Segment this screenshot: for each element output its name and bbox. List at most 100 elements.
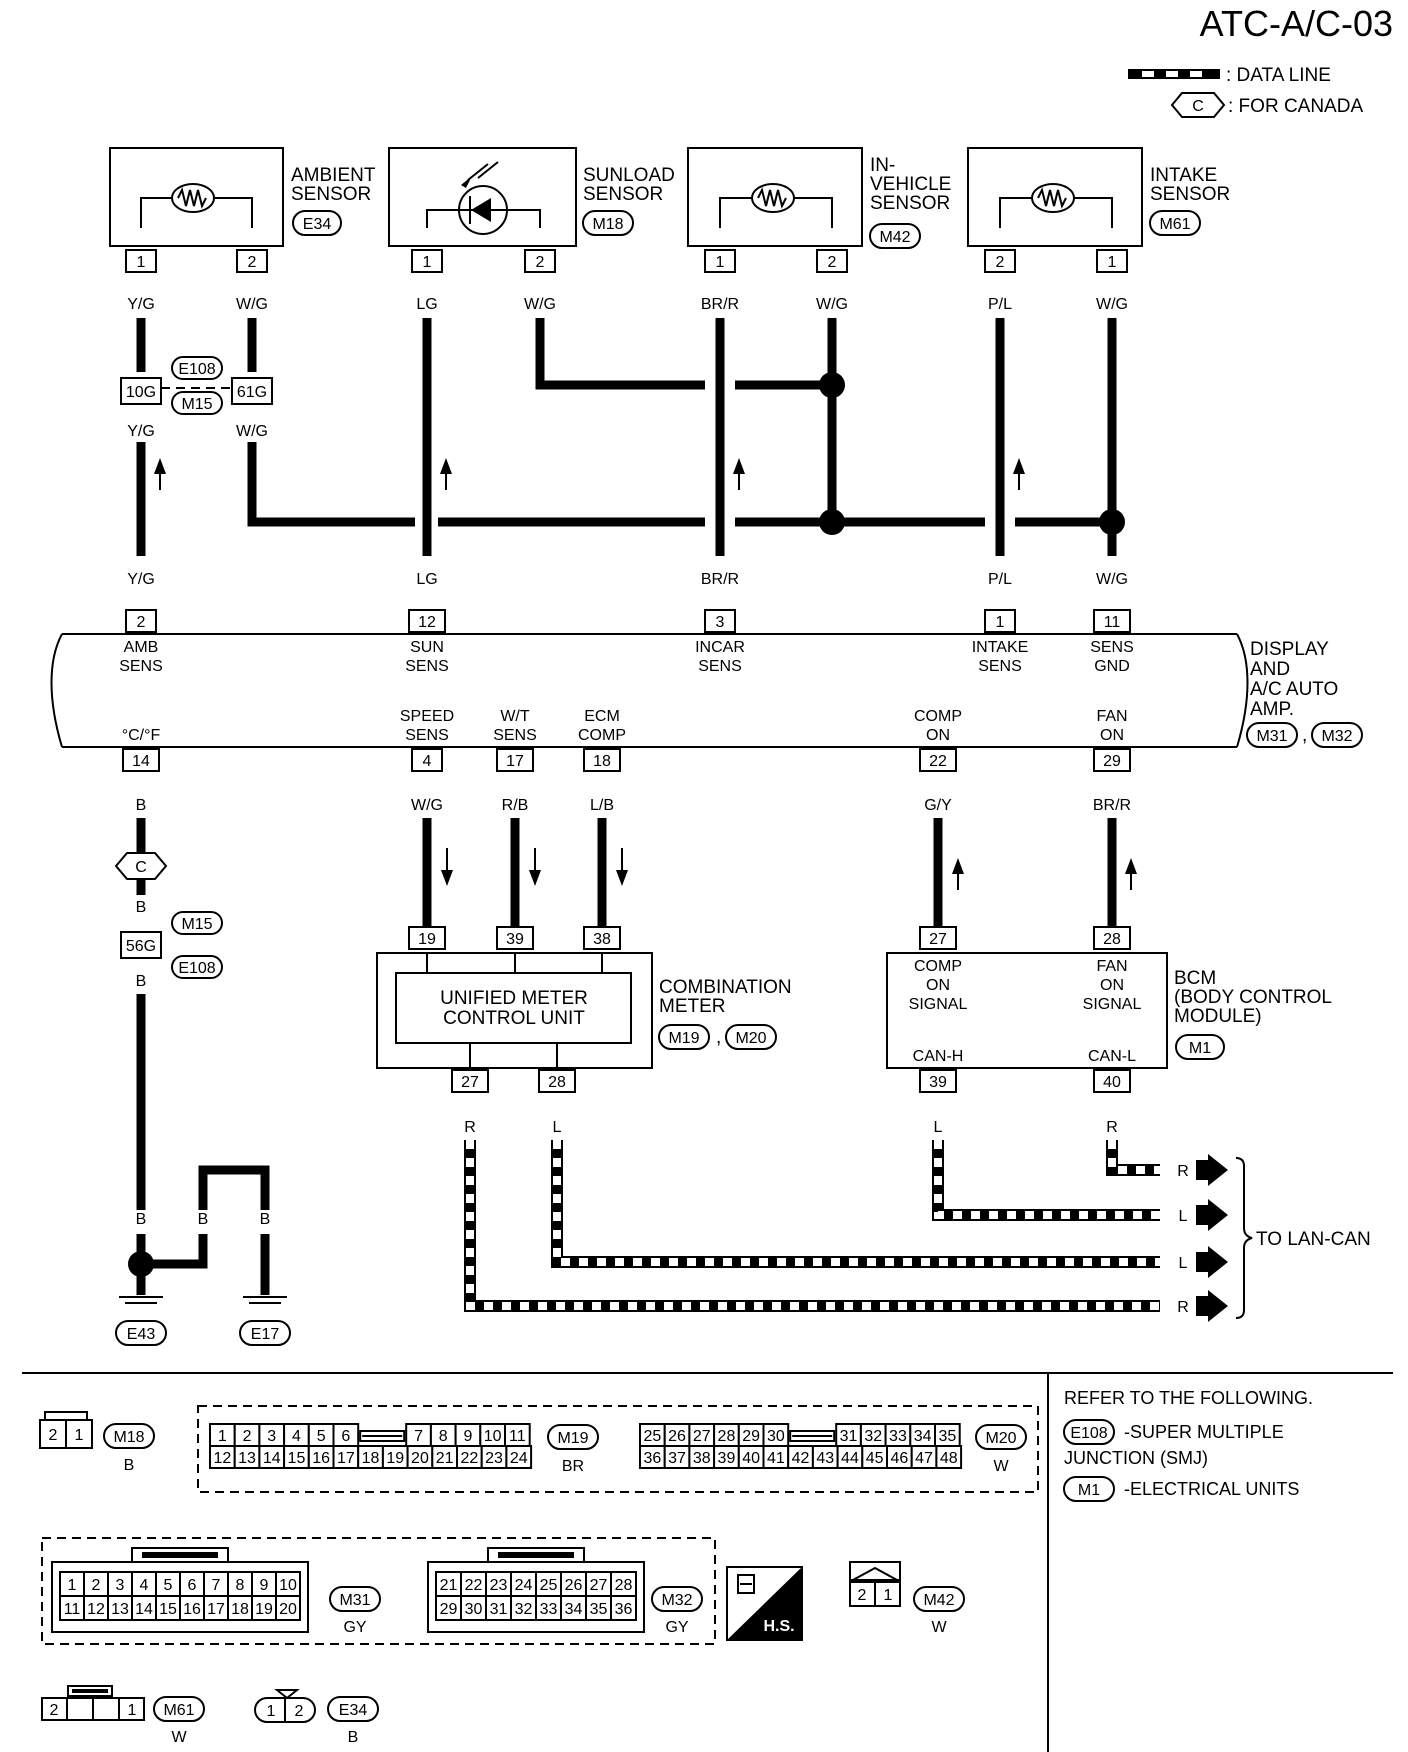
amp-pin-label: COMP	[578, 727, 626, 744]
lan-can-label: TO LAN-CAN	[1256, 1229, 1371, 1250]
can-wire-label: R	[1177, 1163, 1189, 1180]
wire-color-label: W/G	[236, 423, 268, 440]
wire-color-label: W/G	[1096, 571, 1128, 588]
bcm-name: BCM	[1174, 968, 1216, 989]
connector-pin: 36	[643, 1450, 661, 1467]
wire-color-label: B	[198, 1211, 209, 1228]
svg-text:2: 2	[536, 254, 545, 271]
bcm-pin-label: SIGNAL	[909, 996, 968, 1013]
connector-pin: 28	[718, 1428, 736, 1445]
connector-pin: 42	[792, 1450, 810, 1467]
junction-connector-id: M15	[181, 396, 212, 413]
connector-pin: 24	[510, 1450, 528, 1467]
wire-color-label: Y/G	[127, 296, 155, 313]
amp-pin-label: SENS	[405, 727, 449, 744]
wire-color-label: L/B	[590, 797, 614, 814]
data-line-label: : DATA LINE	[1226, 65, 1331, 86]
connector-pin: 39	[718, 1450, 736, 1467]
wire-color-label: B	[260, 1211, 271, 1228]
connector-pin: 14	[135, 1601, 153, 1618]
connector-id: M18	[113, 1429, 144, 1446]
connector-pin: 7	[212, 1577, 221, 1594]
pin-terminal: 18	[593, 753, 611, 770]
pin-terminal: 1	[704, 249, 736, 273]
wire-color-label: L	[553, 1119, 562, 1136]
amp-connector-id: M32	[1321, 728, 1352, 745]
connector-pin-cell	[179, 1571, 205, 1597]
refer-desc: -SUPER MULTIPLE	[1124, 1422, 1284, 1442]
connector-pin: 4	[140, 1577, 149, 1594]
pin-terminal: 11	[1104, 614, 1121, 631]
connector-color: B	[348, 1729, 359, 1746]
connector-color: W	[171, 1729, 187, 1746]
connector-pin: 17	[207, 1601, 225, 1618]
connector-pin: 28	[615, 1577, 633, 1594]
pin-terminal: 39	[929, 1074, 947, 1091]
intake-connector-id: M61	[1159, 216, 1190, 233]
connector-pin: 2	[49, 1427, 58, 1444]
connector-pin-cell	[275, 1595, 301, 1621]
amp-pin-label: ON	[1100, 727, 1124, 744]
pin-terminal: 22	[929, 753, 947, 770]
connector-pin: 14	[263, 1450, 281, 1467]
connector-pin: 1	[128, 1702, 137, 1719]
connector-pin: 11	[509, 1428, 526, 1445]
connector-id: M31	[339, 1592, 370, 1609]
bcm-pin-label: ON	[1100, 977, 1124, 994]
connector-pin: 32	[864, 1428, 882, 1445]
connector-pin: 15	[288, 1450, 306, 1467]
connector-pin: 37	[668, 1450, 686, 1467]
connector-pin: 15	[159, 1601, 177, 1618]
connector-pin: 1	[75, 1427, 84, 1444]
pin-terminal: 39	[506, 931, 524, 948]
svg-text:1: 1	[137, 254, 146, 271]
in-vehicle-connector-id: M42	[879, 229, 910, 246]
separator: ,	[716, 1027, 721, 1048]
amp-pin-label: COMP	[914, 708, 962, 725]
wire-color-label: Y/G	[127, 423, 155, 440]
ground-id: E43	[127, 1326, 156, 1343]
connector-pin: 10	[484, 1428, 502, 1445]
pin-terminal: 2	[524, 249, 556, 273]
canada-symbol: C	[1192, 98, 1204, 115]
can-wire-label: L	[1179, 1208, 1188, 1225]
pin-terminal: 27	[929, 931, 947, 948]
wire-color-label: W/G	[816, 296, 848, 313]
connector-pin: 48	[940, 1450, 958, 1467]
wire-color-label: W/G	[411, 797, 443, 814]
wire-color-label: B	[136, 1211, 147, 1228]
bcm-pin-label: FAN	[1096, 958, 1127, 975]
ambient-sensor-name: AMBIENT	[291, 165, 376, 186]
amp-pin-label: SPEED	[400, 708, 454, 725]
connector-pin: 2	[243, 1428, 252, 1445]
pin-terminal: 29	[1103, 753, 1121, 770]
lower-wiring	[422, 818, 1137, 934]
connector-m18: 2 1 M18 B	[39, 1411, 155, 1474]
connector-pin-cell	[203, 1595, 229, 1621]
amp-pin-label: SENS	[493, 727, 537, 744]
amp-name: AMP.	[1250, 699, 1294, 720]
connector-pin: 17	[337, 1450, 355, 1467]
connector-pin: 13	[111, 1601, 129, 1618]
bcm-pin-label: CAN-H	[913, 1048, 964, 1065]
amp-pin-label: INTAKE	[972, 639, 1029, 656]
wire-color-label: P/L	[988, 571, 1012, 588]
in-vehicle-sensor-name: VEHICLE	[870, 174, 951, 195]
bcm-connector-id: M1	[1189, 1040, 1211, 1057]
connector-pin-cell	[131, 1595, 157, 1621]
dashed-group	[197, 1405, 1039, 1493]
connector-pin: 36	[615, 1601, 633, 1618]
connector-pin: 9	[463, 1428, 472, 1445]
bcm-pin-label: CAN-L	[1088, 1048, 1136, 1065]
amp-pin-label: SENS	[978, 658, 1022, 675]
meter-unit-label: UNIFIED METER	[440, 988, 588, 1009]
pin-terminal: 2	[236, 249, 268, 273]
junction-connector-id: E108	[178, 361, 215, 378]
ground-connector-id: M15	[181, 916, 212, 933]
connector-pin: 45	[866, 1450, 884, 1467]
junction-pin: 10G	[126, 384, 156, 401]
connector-pin: 18	[362, 1450, 380, 1467]
page-id: ATC-A/C-03	[1200, 3, 1393, 44]
connector-pin: 6	[341, 1428, 350, 1445]
